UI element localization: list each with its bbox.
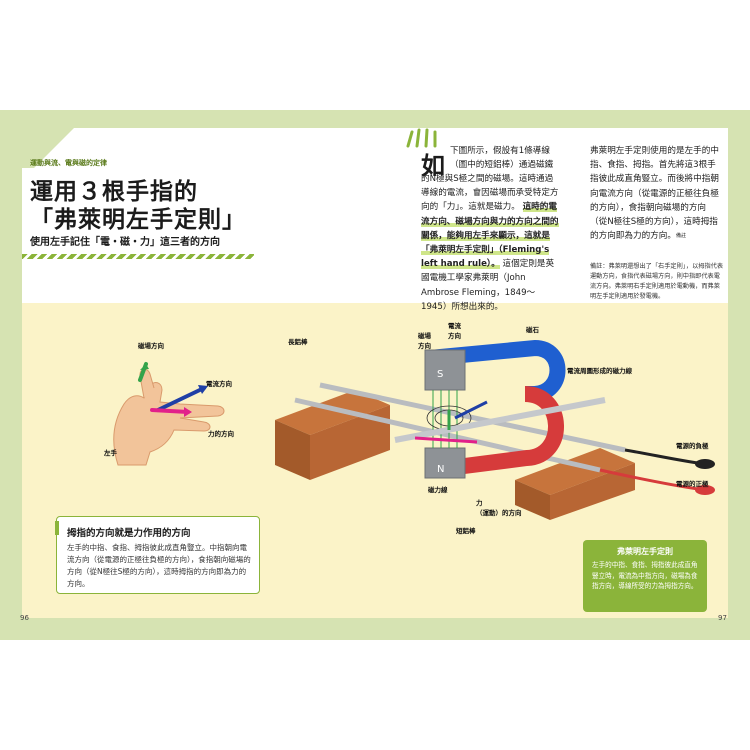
intro-body: 的N極與S極之間的磁場。這時通過導線的電流，會因磁場而承受特定方向的「力」。這就… xyxy=(421,172,560,314)
chapter-label: 運動與流、電與磁的定律 xyxy=(30,159,107,167)
drop-cap: 如 xyxy=(421,152,445,180)
hand-label-magnetic: 磁場方向 xyxy=(138,342,164,350)
magnet-apparatus-illustration: S N xyxy=(275,339,715,520)
intro-text: 的N極與S極之間的磁場。這時通過導線的電流，會因磁場而承受特定方向的「力」。這就… xyxy=(421,174,559,213)
label-long-rod: 長鋁棒 xyxy=(288,338,308,346)
page-title-line2: 「弗萊明左手定則」 xyxy=(30,207,246,233)
rule-text: 弗萊明左手定則使用的是左手的中指、食指、拇指。首先將這3根手指彼此成直角豎立。而… xyxy=(590,146,719,242)
info-title: 拇指的方向就是力作用的方向 xyxy=(67,528,191,539)
hand-label-current: 電流方向 xyxy=(206,380,232,388)
label-magnet: 磁石 xyxy=(526,326,539,334)
field-arrow xyxy=(150,408,190,414)
label-negative-terminal: 電源的負極 xyxy=(676,442,709,450)
page-number-right: 97 xyxy=(718,614,727,622)
intro-tail: 這個定則是英國電機工學家弗萊明（John Ambrose Fleming，184… xyxy=(421,259,555,312)
note-ref: 備註 xyxy=(675,233,686,240)
sprout-icon xyxy=(406,128,437,148)
hand-label-left: 左手 xyxy=(104,449,117,457)
summary-title: 弗萊明左手定則 xyxy=(617,547,673,556)
page-title-line1: 運用３根手指的 xyxy=(30,179,198,205)
current-arrow xyxy=(156,386,206,412)
label-current-direction: 電流 方向 xyxy=(448,322,461,340)
hand-label-force: 力的方向 xyxy=(208,430,234,438)
page-number-left: 96 xyxy=(20,614,29,622)
page-subtitle: 使用左手記住「電・磁・力」這三者的方向 xyxy=(30,237,220,248)
title-stripe xyxy=(22,254,254,259)
label-short-rod: 短鋁棒 xyxy=(456,527,476,535)
label-positive-terminal: 電源的正極 xyxy=(676,480,709,488)
svg-text:S: S xyxy=(437,369,443,380)
info-tab xyxy=(55,521,59,535)
intro-lead: 下圖所示，假設有1條導線（圖中的短鋁棒）通過磁鐵 xyxy=(450,146,554,171)
thumb-info-box: 拇指的方向就是力作用的方向 左手的中指、食指、拇指彼此成直角豎立。中指朝向電流方… xyxy=(55,516,260,594)
label-force: 力 xyxy=(476,499,483,507)
svg-text:N: N xyxy=(437,464,444,475)
summary-box: 弗萊明左手定則 左手的中指、食指、拇指彼此成直角豎立時，電流為中指方向，磁場為食… xyxy=(583,540,707,612)
info-text: 左手的中指、食指、拇指彼此成直角豎立。中指朝向電流方向（從電源的正極往負極的方向… xyxy=(67,543,251,588)
label-motion: （運動）的方向 xyxy=(476,509,522,517)
title-box xyxy=(22,168,236,248)
label-circular-field: 電流周圍形成的磁力線 xyxy=(567,367,632,375)
side-note: 備註：弗萊明還想出了「右手定則」，以拇指代表運動方向，食指代表磁場方向，則中指即… xyxy=(590,263,724,300)
label-field-lines: 磁力線 xyxy=(428,486,448,494)
summary-text: 左手的中指、食指、拇指彼此成直角豎立時，電流為中指方向，磁場為食指方向，導線所受… xyxy=(592,561,698,590)
left-hand-illustration xyxy=(113,362,225,466)
label-field-direction: 磁場 方向 xyxy=(418,332,431,350)
rule-explanation: 弗萊明左手定則使用的是左手的中指、食指、拇指。首先將這3根手指彼此成直角豎立。而… xyxy=(590,144,722,243)
